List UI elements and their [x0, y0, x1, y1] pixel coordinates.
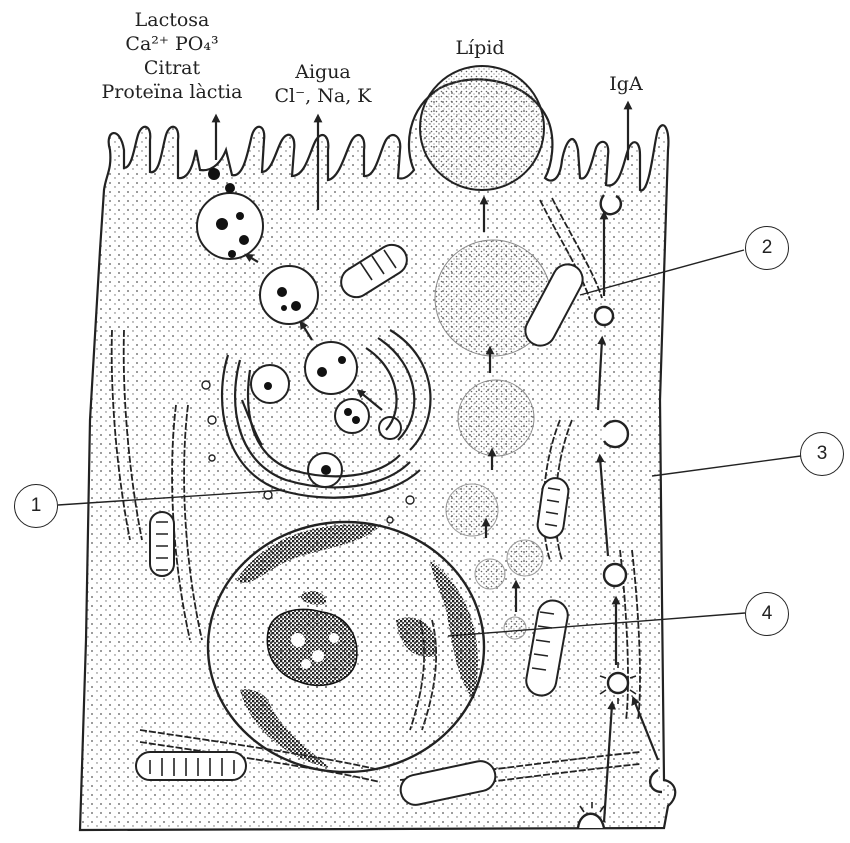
nucleus — [208, 522, 484, 772]
lipid-label: Lípid — [430, 36, 530, 60]
water-ions-label: Aigua Cl⁻, Na, K — [248, 60, 398, 108]
callout-4: 4 — [745, 592, 789, 636]
callout-1: 1 — [14, 484, 58, 528]
label-water: Aigua — [248, 60, 398, 84]
label-lactose: Lactosa — [62, 8, 282, 32]
label-ions: Cl⁻, Na, K — [248, 84, 398, 108]
iga-label: IgA — [596, 72, 656, 96]
callout-3: 3 — [800, 432, 844, 476]
callout-2: 2 — [745, 226, 789, 270]
label-calcium-phosphate: Ca²⁺ PO₄³ — [62, 32, 282, 56]
